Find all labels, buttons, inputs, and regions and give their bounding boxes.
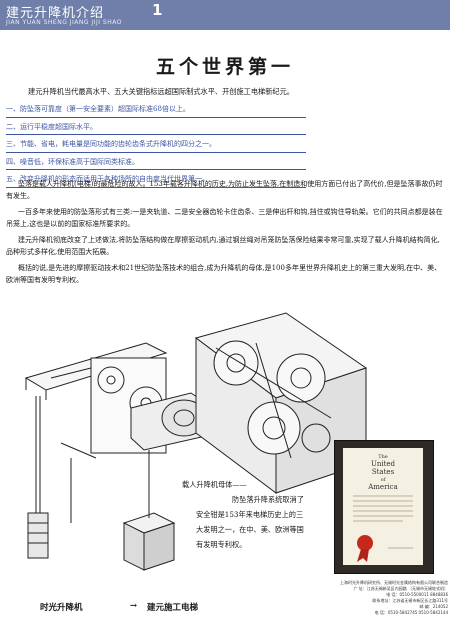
contact-line: 邮 编：214052 (419, 604, 448, 609)
caption-line: 大发明之一，在中、美、欧洲等国 (196, 525, 304, 534)
caption-line: 有发明专利权。 (196, 540, 247, 549)
page-headline: 五个世界第一 (155, 56, 294, 78)
body-paragraph: 建元升降机彻底改变了上述做法,将防坠落结构做在摩擦驱动机内,通过钢丝绳对吊笼防坠… (6, 236, 440, 256)
body-paragraph: 坠落是载人升降机(电梯)的最危险的故人。153年载客升降机的历史,为防止发生坠落… (6, 180, 443, 200)
body-paragraph: 一百多年来使用的防坠落形式有三类:一是夹轨道、二是安全器齿轮卡住齿条、三是伸出杆… (6, 208, 443, 228)
key-point: 五、改变升降机的形态而适用于各种场所的自由度当代世界第一。 (6, 173, 306, 188)
key-point: 三、节能、省电，耗电量是同功能的齿轮齿条式升降机的四分之一。 (6, 138, 306, 153)
caption-line: 载人升降机母体—— (182, 480, 247, 489)
certificate-heading: America (367, 483, 398, 491)
key-point: 二、运行平稳度超国际水平。 (6, 121, 306, 135)
ribbon-icon (357, 549, 369, 562)
header-title: 建元升降机介绍 (6, 6, 105, 21)
certificate-content: The United States of America (353, 454, 413, 562)
certificate-paper: The United States of America (343, 448, 423, 565)
intro-text: 建元升降机当代最高水平、五大关键指标远超国际制式水平、开创施工电梯新纪元。 (28, 87, 294, 96)
key-point: 一、防坠落可靠度（第一安全要素）超国际标准68倍以上。 (6, 103, 306, 118)
contact-info: 上海时光升降机研究所、无锡时光金属结构有限公司联合制造 广 址：江苏无锡新吴区内… (292, 580, 448, 616)
certificate-heading: of (381, 477, 387, 483)
patent-certificate: The United States of America (334, 440, 434, 574)
key-point: 四、噪音低，环保标准高于国际同类标准。 (6, 156, 306, 170)
contact-line: 联系地址：江苏省无锡市新区长江路311号 (372, 598, 448, 603)
arrow-icon: → (130, 601, 138, 611)
label-new-elevator: 建元施工电梯 (147, 603, 199, 613)
caption-line: 防坠落升降系统取消了 (232, 495, 304, 504)
label-old-hoist: 时光升降机 (40, 603, 83, 613)
page-number: 1 (152, 1, 163, 19)
caption-line: 安全钳是153年来电梯历史上的三 (196, 510, 304, 519)
certificate-heading: The (378, 454, 388, 460)
contact-line: 电 话：0510-5842745 0510-5842144 (374, 610, 448, 615)
header-pinyin: JIAN YUAN SHENG JIANG JIJI SHAO (6, 19, 122, 26)
body-text: 坠落是载人升降机(电梯)的最危险的故人。153年载客升降机的历史,为防止发生坠落… (6, 178, 446, 290)
contact-line: 广 址：江苏无锡新吴区内园路 （无锡市无锡轮式机） (353, 586, 448, 591)
certificate-heading: States (372, 468, 395, 476)
contact-line: 电 话：0510-5500011 8848836 (386, 592, 448, 597)
contact-line: 上海时光升降机研究所、无锡时光金属结构有限公司联合制造 (340, 580, 448, 585)
header-bar: 建元升降机介绍 1 JIAN YUAN SHENG JIANG JIJI SHA… (0, 0, 450, 30)
seal-icon (357, 535, 373, 551)
body-paragraph: 概括的说,是先进的摩擦驱动技术和21世纪防坠落技术的组合,成为升降机的母体,是1… (6, 264, 442, 284)
caption-block: 载人升降机母体—— 防坠落升降系统取消了 安全钳是153年来电梯历史上的三 大发… (182, 477, 332, 552)
certificate-heading: United (371, 460, 396, 468)
key-points-list: 一、防坠落可靠度（第一安全要素）超国际标准68倍以上。 二、运行平稳度超国际水平… (6, 103, 306, 191)
